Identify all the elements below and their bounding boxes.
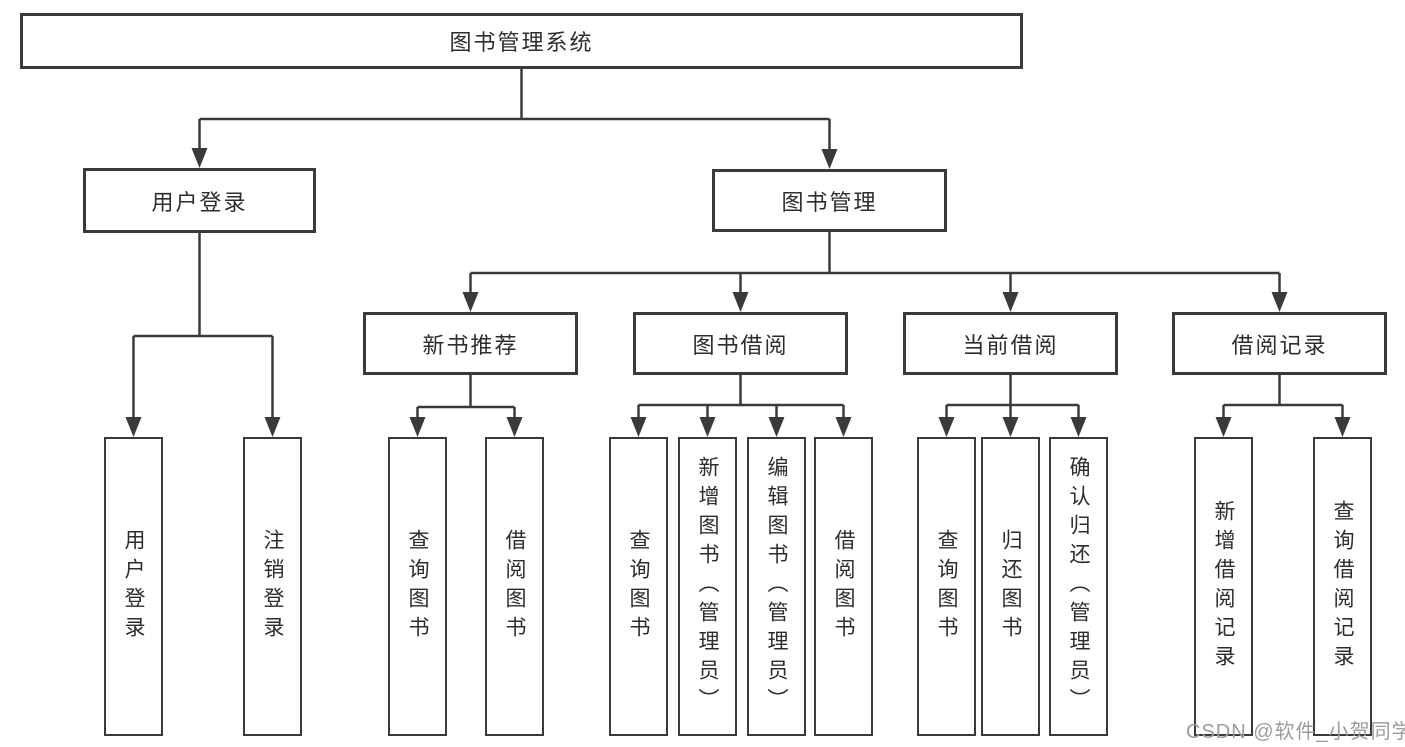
leaf-query-borrow-record: 查询借阅记录: [1313, 437, 1372, 736]
leaf-user-login-label: 用户登录: [122, 528, 145, 645]
node-user-login: 用户登录: [83, 168, 316, 233]
node-borrowing-records: 借阅记录: [1172, 312, 1387, 375]
leaf-borrowing-borrow-books: 借阅图书: [814, 437, 873, 736]
leaf-add-books-admin-label: 新增图书（管理员）: [696, 456, 719, 717]
node-book-borrowing: 图书借阅: [633, 312, 848, 375]
node-user-login-label: 用户登录: [151, 189, 248, 215]
leaf-add-borrow-record-label: 新增借阅记录: [1212, 499, 1235, 674]
leaf-recommend-query-books-label: 查询图书: [406, 528, 429, 645]
node-book-management-label: 图书管理: [781, 189, 878, 215]
leaf-recommend-borrow-books: 借阅图书: [485, 437, 544, 736]
leaf-recommend-borrow-books-label: 借阅图书: [503, 528, 526, 645]
node-book-borrowing-label: 图书借阅: [692, 332, 789, 358]
csdn-watermark: CSDN @软件_小贺同学: [1186, 721, 1405, 743]
leaf-return-books: 归还图书: [981, 437, 1040, 736]
leaf-return-books-label: 归还图书: [999, 528, 1022, 645]
leaf-recommend-query-books: 查询图书: [388, 437, 447, 736]
leaf-current-query-books: 查询图书: [917, 437, 976, 736]
leaf-logout: 注销登录: [243, 437, 302, 736]
node-root-system: 图书管理系统: [20, 13, 1023, 69]
leaf-add-borrow-record: 新增借阅记录: [1194, 437, 1253, 736]
leaf-edit-books-admin: 编辑图书（管理员）: [747, 437, 806, 736]
node-book-management: 图书管理: [712, 169, 947, 232]
leaf-current-query-books-label: 查询图书: [935, 528, 958, 645]
leaf-confirm-return-admin-label: 确认归还（管理员）: [1067, 456, 1090, 717]
node-new-book-recommend-label: 新书推荐: [422, 332, 519, 358]
leaf-borrowing-query-books: 查询图书: [609, 437, 668, 736]
leaf-user-login: 用户登录: [104, 437, 163, 736]
node-current-borrowing: 当前借阅: [903, 312, 1118, 375]
leaf-logout-label: 注销登录: [261, 528, 284, 645]
node-new-book-recommend: 新书推荐: [363, 312, 578, 375]
leaf-borrowing-borrow-books-label: 借阅图书: [832, 528, 855, 645]
node-root-label: 图书管理系统: [449, 30, 594, 55]
leaf-edit-books-admin-label: 编辑图书（管理员）: [765, 456, 788, 717]
leaf-query-borrow-record-label: 查询借阅记录: [1331, 499, 1354, 674]
leaf-borrowing-query-books-label: 查询图书: [627, 528, 650, 645]
node-borrowing-records-label: 借阅记录: [1231, 332, 1328, 358]
node-current-borrowing-label: 当前借阅: [962, 332, 1059, 358]
leaf-add-books-admin: 新增图书（管理员）: [678, 437, 737, 736]
leaf-confirm-return-admin: 确认归还（管理员）: [1049, 437, 1108, 736]
